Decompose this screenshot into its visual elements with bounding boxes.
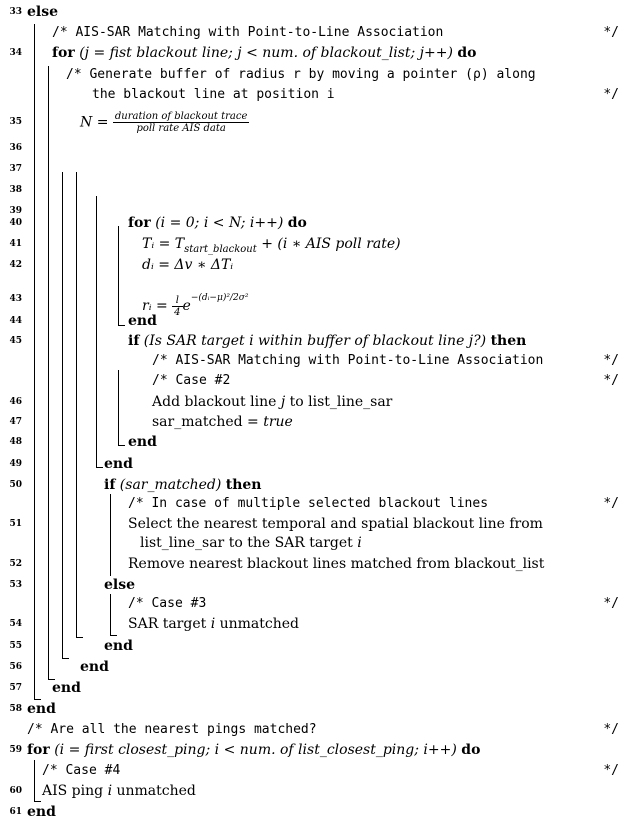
block-hook-if-sar: [118, 445, 125, 446]
line-39: 39: [9, 206, 22, 216]
line-34: 34 for (j = fist blackout line; j < num.…: [9, 45, 477, 61]
comment-ais-sar-matching-2: /* AIS-SAR Matching with Point-to-Line A…: [152, 353, 619, 368]
line-36: 36: [9, 143, 22, 153]
line-51-cont: list_line_sar to the SAR target i: [140, 535, 362, 551]
line-51: 51 Select the nearest temporal and spati…: [9, 516, 543, 532]
comment-case-2: /* Case #2 */: [152, 373, 619, 388]
block-bar-39: [96, 196, 97, 468]
block-hook-for-i: [118, 325, 125, 326]
comment-nearest-pings: /* Are all the nearest pings matched? */: [27, 722, 619, 737]
block-hook-for-ping: [34, 801, 41, 802]
block-hook-else: [34, 699, 41, 700]
line-35: 35 N = duration of blackout trace poll r…: [9, 111, 250, 134]
fraction-duration: duration of blackout trace poll rate AIS…: [112, 111, 250, 134]
comment-ais-sar-matching: /* AIS-SAR Matching with Point-to-Line A…: [52, 25, 619, 40]
line-47: 47 sar_matched = true: [9, 414, 293, 430]
comment-case-3: /* Case #3 */: [128, 596, 619, 611]
line-37: 37: [9, 164, 22, 174]
block-hook-37: [62, 658, 69, 659]
comment-case-4: /* Case #4 */: [42, 763, 619, 778]
line-60: 60 AIS ping i unmatched: [9, 783, 196, 799]
block-bar-for-ping: [34, 760, 35, 802]
line-33: 33 else: [0, 2, 627, 22]
line-38: 38: [9, 185, 22, 195]
block-hook-38: [76, 637, 83, 638]
comment-multiple-lines: /* In case of multiple selected blackout…: [128, 496, 619, 511]
line-45: 45 if (Is SAR target i within buffer of …: [9, 333, 527, 349]
line-48: 48 end: [9, 434, 157, 450]
block-bar-38: [76, 172, 77, 638]
block-bar-for-j: [48, 66, 49, 680]
line-53: 53 else: [9, 577, 136, 593]
block-bar-for-i: [118, 226, 119, 326]
line-59: 59 for (i = first closest_ping; i < num.…: [9, 742, 481, 758]
line-49: 49 end: [9, 456, 133, 472]
keyword-else: else: [27, 4, 59, 20]
line-56: 56 end: [9, 659, 109, 675]
line-52: 52 Remove nearest blackout lines matched…: [9, 556, 545, 572]
line-58: 58 end: [9, 701, 56, 717]
block-bar-37: [62, 172, 63, 659]
line-42: 42 dᵢ = Δv ∗ ΔTᵢ: [9, 257, 234, 273]
line-number: 33: [9, 7, 22, 17]
block-bar-else-case3: [110, 594, 111, 636]
block-hook-else-case3: [110, 635, 117, 636]
comment-generate-buffer: /* Generate buffer of radius r by moving…: [66, 67, 536, 82]
block-bar-if-matched: [110, 494, 111, 576]
block-bar-else: [34, 24, 35, 700]
block-hook-39: [96, 467, 103, 468]
block-hook-for-j: [48, 679, 55, 680]
line-44: 44 end: [9, 313, 157, 329]
line-55: 55 end: [9, 638, 133, 654]
line-54: 54 SAR target i unmatched: [9, 616, 300, 632]
comment-generate-buffer-cont: the blackout line at position i */: [92, 87, 619, 102]
block-bar-if-sar: [118, 370, 119, 446]
line-57: 57 end: [9, 680, 81, 696]
line-41: 41 Tᵢ = Tstart_blackout + (i ∗ AIS poll …: [9, 236, 401, 255]
line-61: 61 end: [9, 804, 56, 820]
line-46: 46 Add blackout line j to list_line_sar: [9, 394, 393, 410]
line-50: 50 if (sar_matched) then: [9, 477, 262, 493]
line-40: 40 for (i = 0; i < N; i++) do: [9, 215, 307, 231]
